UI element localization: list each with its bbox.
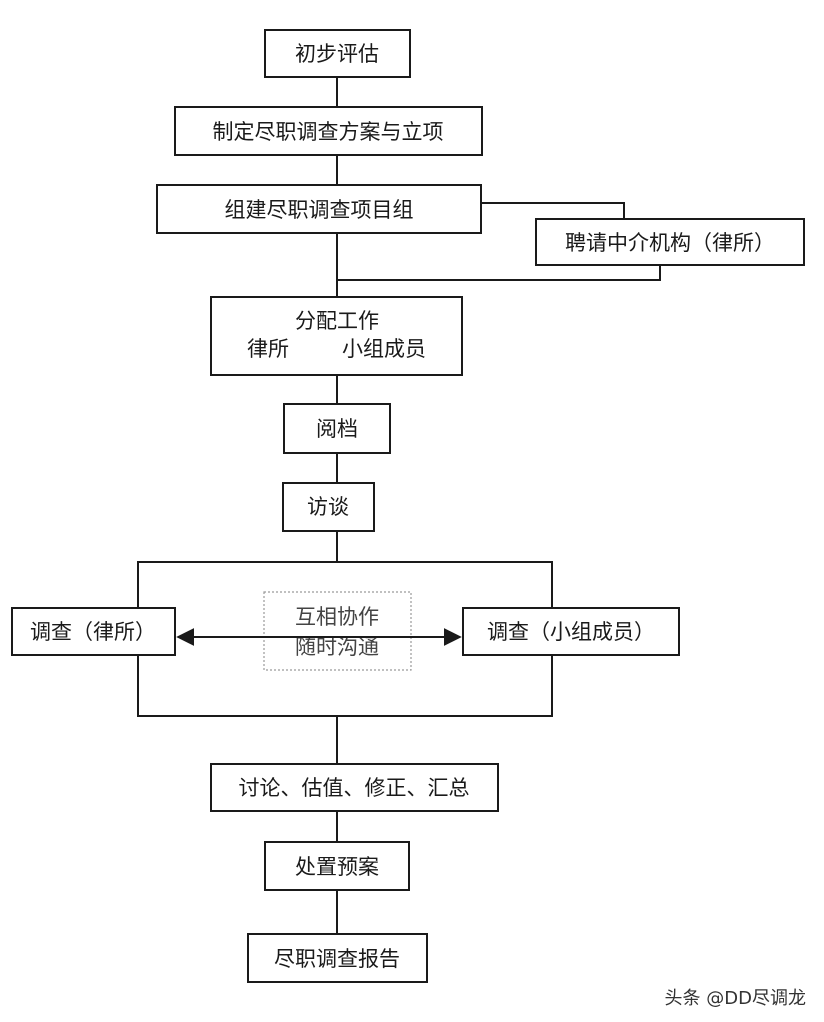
node-label-title: 分配工作 — [295, 309, 379, 333]
node-box — [283, 403, 391, 454]
node-interview: 访谈 — [282, 482, 375, 532]
node-plan-and-approval: 制定尽职调查方案与立项 — [174, 106, 483, 156]
node-box — [156, 184, 482, 234]
node-box — [11, 607, 176, 656]
node-label-law-firm: 律所 — [247, 337, 289, 361]
node-label: 制定尽职调查方案与立项 — [213, 120, 444, 144]
node-label: 访谈 — [307, 495, 349, 519]
node-box — [210, 763, 499, 812]
node-label: 聘请中介机构（律所） — [565, 231, 775, 255]
node-label: 组建尽职调查项目组 — [225, 198, 414, 222]
node-box — [282, 482, 375, 532]
connector-to-intermediary — [481, 202, 625, 219]
node-collaboration: 互相协作 随时沟通 — [263, 591, 412, 671]
node-document-review: 阅档 — [283, 403, 391, 454]
node-box — [174, 106, 483, 156]
node-hire-intermediary: 聘请中介机构（律所） — [535, 218, 805, 266]
node-box — [462, 607, 680, 656]
connector-from-intermediary — [337, 265, 661, 281]
node-label: 处置预案 — [295, 855, 379, 879]
node-final-report: 尽职调查报告 — [247, 933, 428, 983]
node-investigation-law-firm: 调查（律所） — [11, 607, 176, 656]
node-label: 调查（律所） — [30, 620, 156, 644]
node-label: 尽职调查报告 — [274, 947, 400, 971]
node-investigation-team-members: 调查（小组成员） — [462, 607, 680, 656]
node-label: 调查（小组成员） — [487, 620, 655, 644]
node-label: 阅档 — [316, 417, 358, 441]
node-form-team: 组建尽职调查项目组 — [156, 184, 482, 234]
node-discuss-summarize: 讨论、估值、修正、汇总 — [210, 763, 499, 812]
node-assign-work: 分配工作 律所 小组成员 — [210, 296, 463, 376]
node-initial-assessment: 初步评估 — [264, 29, 411, 78]
watermark: 头条 @DD尽调龙 — [664, 988, 806, 1009]
node-label: 讨论、估值、修正、汇总 — [239, 776, 470, 800]
node-box — [264, 29, 411, 78]
node-box — [247, 933, 428, 983]
collaboration-label-1: 互相协作 — [295, 605, 379, 629]
node-disposal-plan: 处置预案 — [264, 841, 410, 891]
node-box — [535, 218, 805, 266]
node-box — [264, 841, 410, 891]
node-label: 初步评估 — [295, 42, 379, 66]
node-box — [210, 296, 463, 376]
node-label-team-members: 小组成员 — [342, 337, 426, 361]
collaboration-label-2: 随时沟通 — [295, 635, 379, 659]
